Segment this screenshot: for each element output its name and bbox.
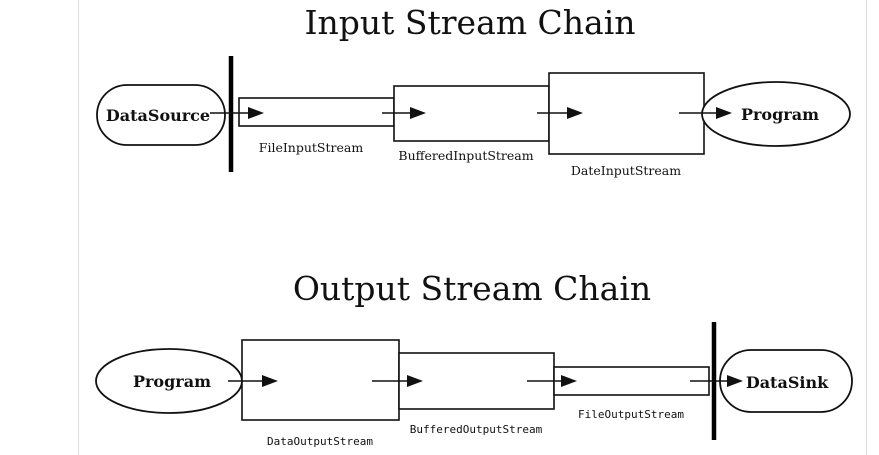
file-input-stream-box [238, 97, 395, 127]
output-arrows [228, 375, 743, 387]
input-program-label: Program [741, 105, 819, 124]
datasource-label: DataSource [106, 106, 210, 125]
page-edge-left [78, 0, 79, 455]
buffered-output-stream-box [398, 352, 555, 410]
buffered-input-stream-label: BufferedInputStream [398, 148, 533, 163]
output-program-node: Program [95, 348, 243, 414]
input-program-shape [701, 81, 851, 147]
buffered-output-stream-label: BufferedOutputStream [410, 423, 543, 436]
page-edge-right [866, 0, 867, 455]
input-chain-title: Input Stream Chain [304, 3, 635, 42]
output-chain-title: Output Stream Chain [293, 269, 651, 308]
output-chain: Output Stream Chain Program DataSink [95, 269, 853, 448]
input-arrows [210, 107, 732, 119]
file-output-stream-label: FileOutputStream [578, 408, 684, 421]
output-program-label: Program [133, 372, 211, 391]
input-chain: Input Stream Chain DataSource Program [96, 3, 851, 178]
file-output-stream-box [553, 366, 710, 396]
date-input-stream-label: DateInputStream [571, 163, 681, 178]
datasink-node: DataSink [719, 349, 853, 413]
data-output-stream-label: DataOutputStream [267, 435, 373, 448]
datasource-node: DataSource [96, 84, 226, 146]
datasink-label: DataSink [746, 373, 829, 392]
input-program-node: Program [701, 81, 851, 147]
datasource-shape [96, 84, 226, 146]
file-input-stream-label: FileInputStream [259, 140, 364, 155]
